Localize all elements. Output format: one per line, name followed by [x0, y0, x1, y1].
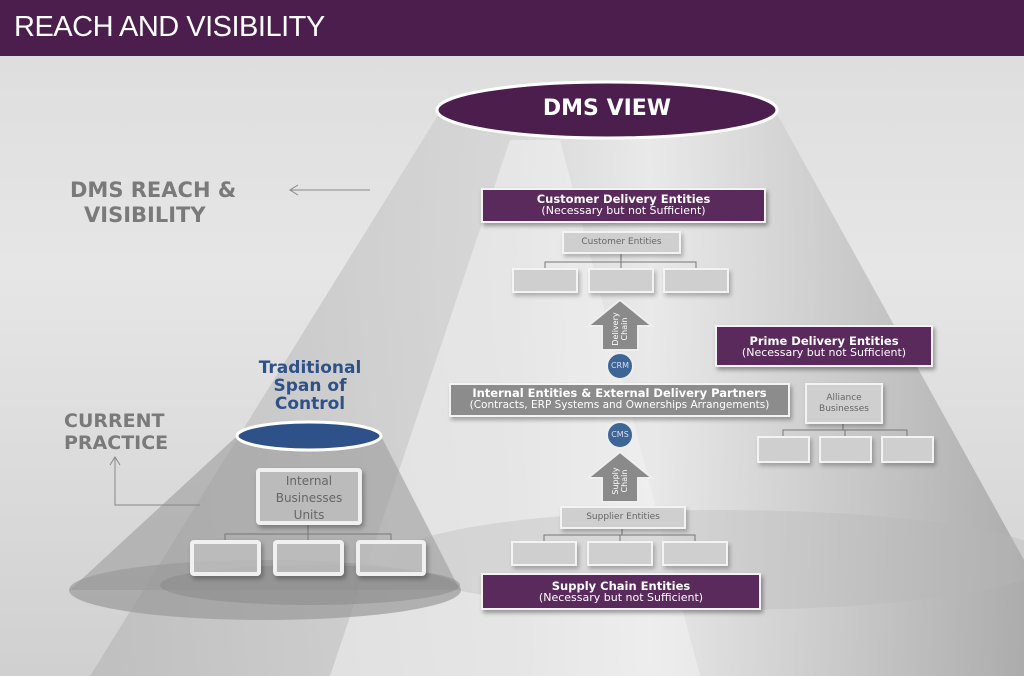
unit-line2: Businesses: [275, 491, 343, 505]
internal-subtitle: (Contracts, ERP Systems and Ownerships A…: [469, 399, 770, 411]
internal-businesses-units-box: Internal Businesses Units: [256, 468, 362, 525]
supplier-child-box: [662, 541, 728, 566]
delivery-line2: Chain: [620, 317, 629, 341]
customer-child-box: [663, 268, 729, 293]
unit-child-box: [356, 540, 426, 576]
alliance-child-box: [757, 436, 810, 463]
customer-delivery-entities-box: Customer Delivery Entities(Necessary but…: [481, 188, 766, 223]
unit-child-box: [190, 540, 261, 576]
prime-delivery-title: Prime Delivery Entities: [749, 334, 899, 348]
traditional-ellipse: [235, 420, 383, 452]
customer-child-box: [512, 268, 578, 293]
delivery-chain-arrow: [585, 298, 655, 351]
supplier-child-box: [587, 541, 653, 566]
trad-line3: Control: [274, 394, 346, 414]
customer-delivery-subtitle: (Necessary but not Sufficient): [541, 204, 706, 217]
customer-entities-box: Customer Entities: [562, 231, 681, 254]
delivery-line1: Delivery: [611, 312, 620, 346]
internal-entities-box: Internal Entities & External Delivery Pa…: [449, 383, 790, 417]
prime-delivery-subtitle: (Necessary but not Sufficient): [741, 346, 907, 359]
supplier-child-box: [511, 541, 577, 566]
header-bar: REACH AND VISIBILITY: [0, 0, 1024, 56]
dms-view-label: DMS VIEW: [542, 96, 672, 121]
page-title: REACH AND VISIBILITY: [14, 11, 325, 43]
traditional-span-label: Traditional Span of Control: [240, 359, 380, 413]
current-line2: PRACTICE: [64, 432, 169, 454]
unit-child-box: [273, 540, 344, 576]
supply-line2: Chain: [620, 469, 629, 493]
dms-reach-label: DMS REACH &VISIBILITY: [70, 178, 236, 228]
supply-chain-title: Supply Chain Entities: [551, 579, 691, 593]
alliance-child-box: [881, 436, 934, 463]
unit-line1: Internal: [285, 474, 333, 488]
reach-line2: VISIBILITY: [84, 203, 206, 227]
current-line1: CURRENT: [64, 410, 165, 432]
supplier-entities-box: Supplier Entities: [560, 506, 686, 529]
supply-line1: Supply: [611, 467, 620, 495]
alliance-line2: Businesses: [819, 404, 869, 414]
trad-line1: Traditional: [258, 358, 362, 378]
reach-line1: DMS REACH &: [70, 178, 237, 202]
alliance-child-box: [819, 436, 872, 463]
crm-circle: CRM: [606, 352, 634, 380]
supply-chain-arrow: [585, 450, 655, 503]
supply-chain-subtitle: (Necessary but not Sufficient): [538, 591, 704, 604]
prime-delivery-entities-box: Prime Delivery Entities(Necessary but no…: [715, 325, 933, 367]
cms-circle: CMS: [606, 421, 634, 449]
unit-line3: Units: [293, 508, 325, 522]
alliance-line1: Alliance: [826, 393, 862, 403]
supply-chain-entities-box: Supply Chain Entities(Necessary but not …: [481, 573, 761, 610]
current-practice-arrow: [114, 457, 200, 506]
internal-title: Internal Entities & External Delivery Pa…: [472, 386, 767, 400]
dms-view-ellipse: [435, 80, 779, 140]
customer-child-box: [588, 268, 654, 293]
trad-line2: Span of: [273, 376, 347, 396]
customer-delivery-title: Customer Delivery Entities: [536, 192, 711, 206]
